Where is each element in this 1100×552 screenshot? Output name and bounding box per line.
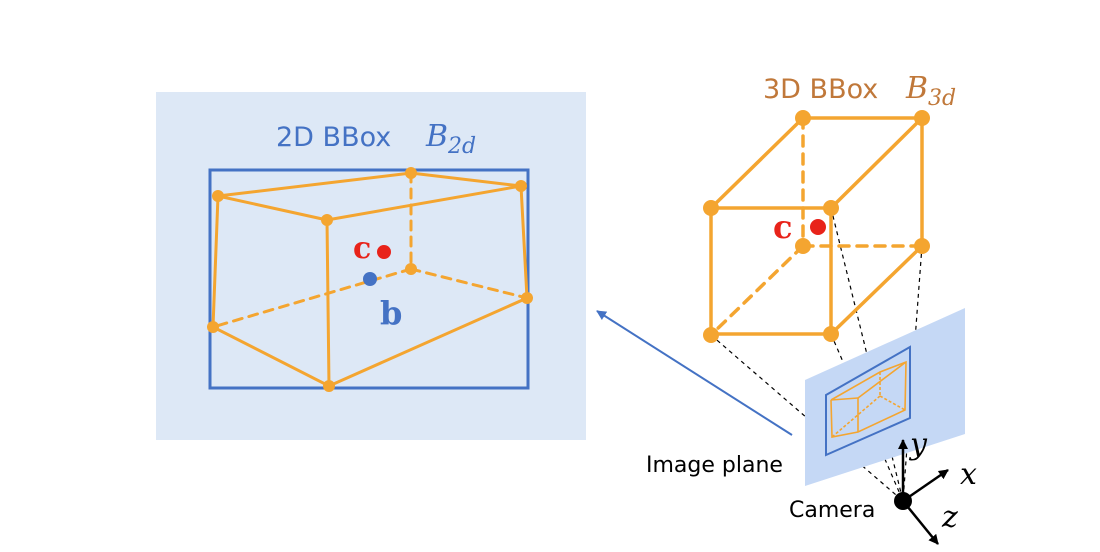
center-3d-point: [810, 219, 826, 235]
bbox-3d-symbol: B3d: [905, 71, 956, 111]
visible-edge: [216, 194, 329, 222]
center-3d-label: c: [773, 208, 792, 246]
corner-point: [515, 180, 527, 192]
corner-point: [703, 327, 719, 343]
corner-point: [823, 326, 839, 342]
camera-axes: [898, 439, 949, 545]
projection-arrow: [596, 310, 793, 436]
z-axis-arrow: [902, 500, 939, 545]
corner-point: [405, 263, 417, 275]
image-plane: [805, 308, 965, 486]
bbox-center-b-point: [363, 272, 377, 286]
y-axis-label: y: [908, 427, 928, 462]
corner-point: [521, 292, 533, 304]
corner-point: [207, 321, 219, 333]
corner-point: [795, 238, 811, 254]
bbox-2d-rectangle: [208, 168, 530, 390]
bbox-2d-symbol: B2d: [425, 119, 476, 159]
camera-point: [894, 492, 912, 510]
image-panel-background: [156, 92, 586, 440]
corner-point: [703, 200, 719, 216]
image-plane-label: Image plane: [646, 453, 783, 478]
image-plane-bbox: [825, 345, 911, 457]
projected-center-c-point: [377, 245, 391, 259]
x-axis-arrow: [902, 468, 949, 503]
front-face: [709, 206, 833, 336]
hidden-edge: [409, 267, 529, 300]
projected-center-c-label: c: [353, 231, 371, 266]
corner-point: [795, 110, 811, 126]
corner-point: [405, 167, 417, 179]
hidden-edge: [709, 244, 805, 337]
visible-edge: [325, 218, 331, 388]
bbox-center-b-label: b: [380, 294, 402, 332]
image-plane-projected-box: [830, 360, 907, 438]
z-axis-label: z: [941, 500, 958, 535]
bbox-2d-title: 2D BBox: [276, 122, 391, 153]
x-axis-label: x: [960, 457, 977, 492]
projected-box-corners: [207, 167, 533, 392]
corner-point: [914, 238, 930, 254]
box-3d: [709, 116, 924, 337]
box-3d-corners: [703, 110, 930, 343]
corner-point: [321, 214, 333, 226]
corner-point: [914, 110, 930, 126]
corner-point: [323, 380, 335, 392]
hidden-edge: [211, 267, 413, 329]
corner-point: [212, 190, 224, 202]
camera-label: Camera: [789, 498, 875, 523]
corner-point: [823, 200, 839, 216]
bbox-3d-title: 3D BBox: [763, 74, 878, 105]
visible-edge: [325, 184, 523, 222]
